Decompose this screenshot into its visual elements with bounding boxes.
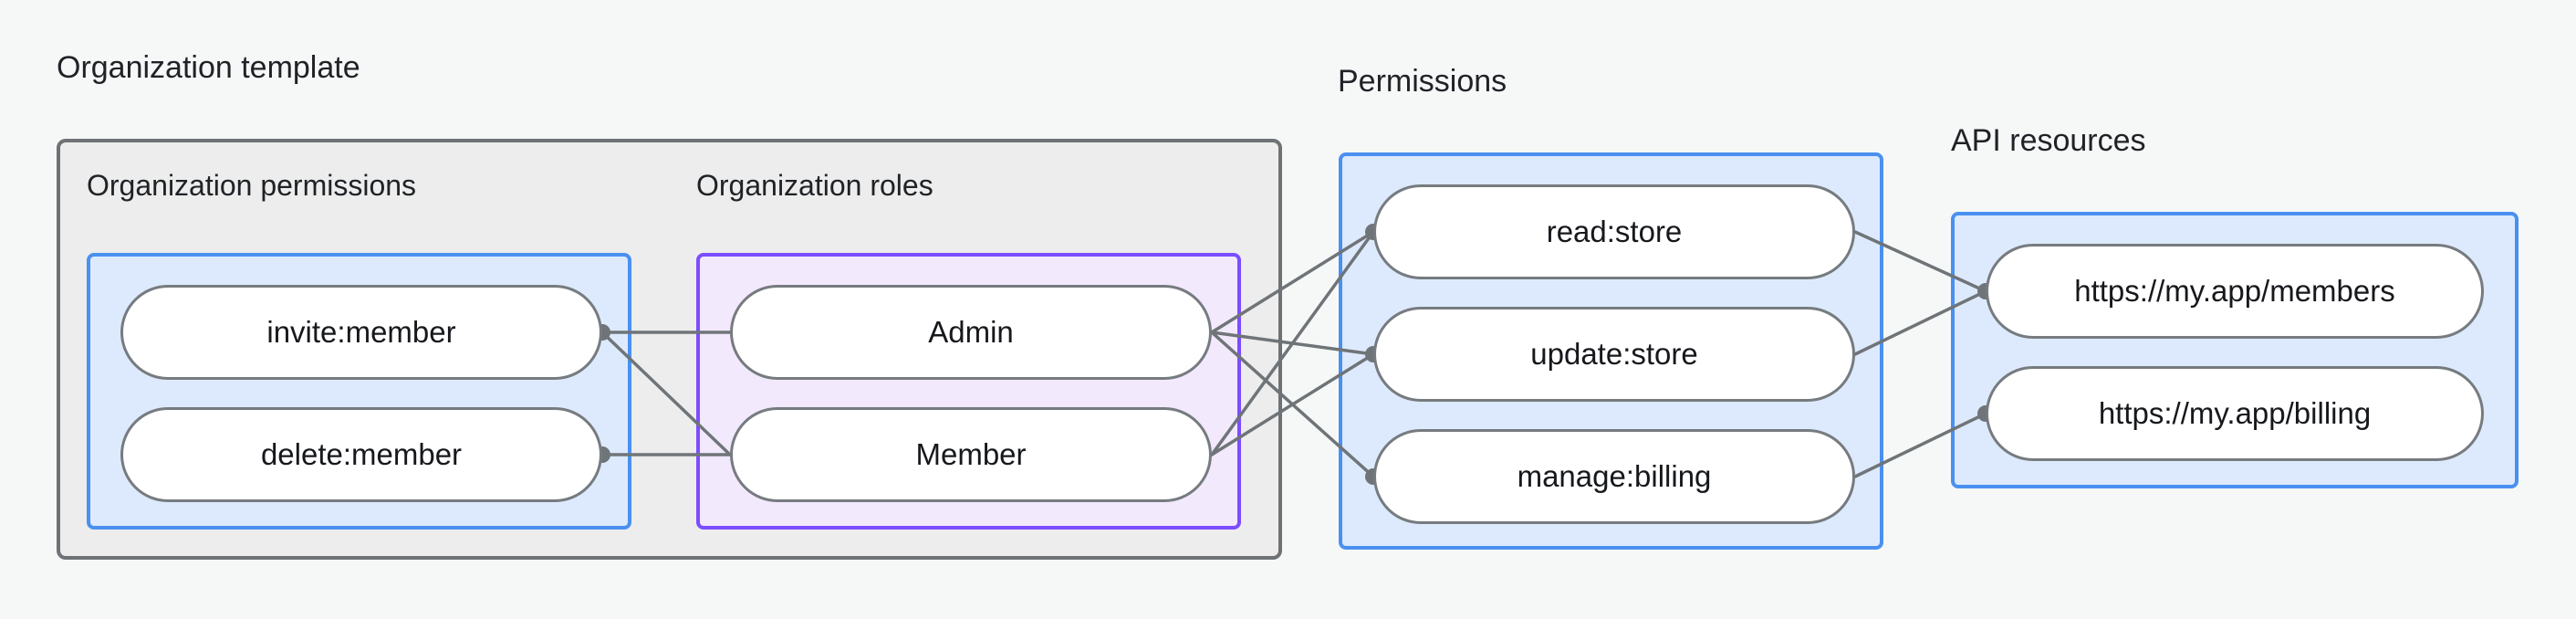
node-update-store-label: update:store (1530, 337, 1698, 371)
api-resources-title: API resources (1951, 123, 2146, 158)
organization-permissions-title: Organization permissions (87, 169, 417, 202)
node-resource-billing-label: https://my.app/billing (2098, 396, 2372, 430)
edge-role-member-to-update-store (1210, 352, 1375, 456)
node-delete-member[interactable] (120, 407, 602, 502)
node-invite-member-label: invite:member (266, 315, 456, 349)
node-resource-billing[interactable] (1986, 366, 2484, 461)
node-role-member-label: Member (915, 437, 1027, 471)
edge-role-member-to-read-store (1210, 230, 1375, 456)
node-read-store[interactable] (1373, 184, 1855, 279)
node-role-admin[interactable] (730, 285, 1212, 380)
edge-invite-member-to-role-member (600, 330, 732, 456)
organization-template-title: Organization template (57, 50, 360, 85)
permissions-title: Permissions (1338, 64, 1507, 99)
node-manage-billing[interactable] (1373, 429, 1855, 524)
node-role-admin-label: Admin (928, 315, 1014, 349)
node-update-store[interactable] (1373, 307, 1855, 402)
edge-read-store-to-res-members (1853, 230, 1987, 293)
node-read-store-label: read:store (1546, 215, 1683, 248)
node-resource-members[interactable] (1986, 244, 2484, 339)
node-manage-billing-label: manage:billing (1517, 459, 1712, 493)
node-delete-member-label: delete:member (260, 437, 463, 471)
organization-roles-title: Organization roles (696, 169, 933, 202)
edge-manage-billing-to-res-billing (1853, 412, 1987, 478)
node-resource-members-label: https://my.app/members (2074, 274, 2395, 308)
edge-update-store-to-res-members (1853, 289, 1987, 356)
node-role-member[interactable] (730, 407, 1212, 502)
node-invite-member[interactable] (120, 285, 602, 380)
edge-role-admin-to-read-store (1210, 230, 1375, 334)
